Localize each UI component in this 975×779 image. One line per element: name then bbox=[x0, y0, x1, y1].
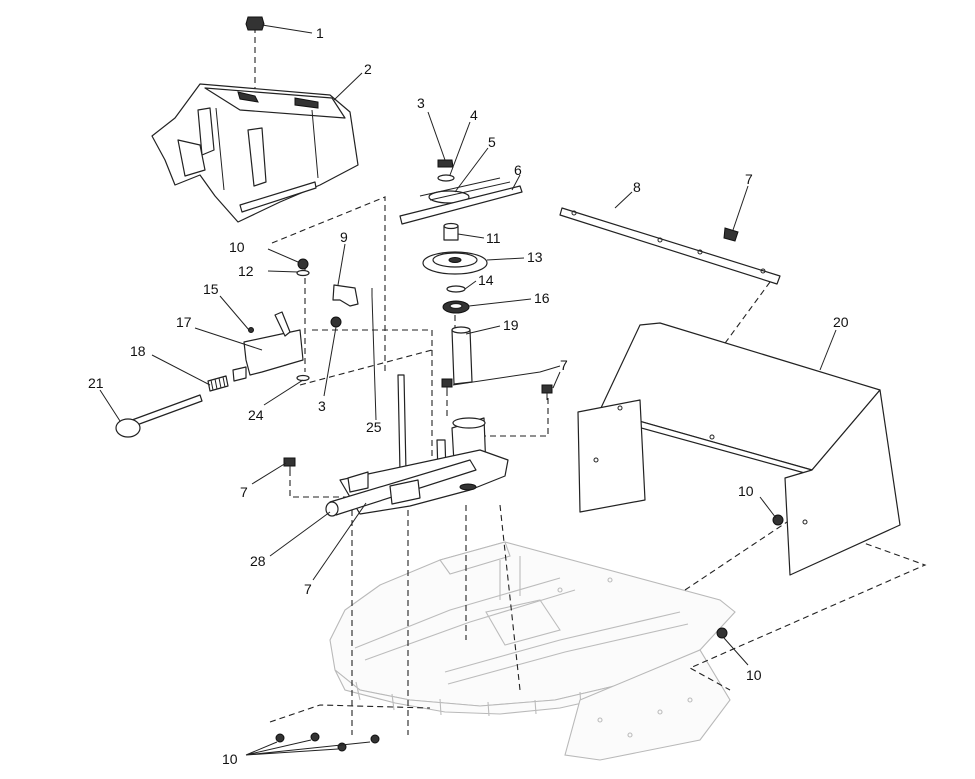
side-shield-20 bbox=[577, 322, 901, 576]
callout-25: 25 bbox=[366, 419, 382, 435]
callout-10-shield: 10 bbox=[738, 483, 754, 499]
leader-lines bbox=[99, 24, 837, 756]
callout-16: 16 bbox=[534, 290, 550, 306]
guide-rod-8 bbox=[559, 207, 781, 285]
chute-hood bbox=[151, 83, 359, 223]
callout-12: 12 bbox=[238, 263, 254, 279]
callout-8: 8 bbox=[633, 179, 641, 195]
callout-9: 9 bbox=[340, 229, 348, 245]
spindle-stack bbox=[422, 222, 488, 385]
callout-24: 24 bbox=[248, 407, 264, 423]
callout-7-rod: 7 bbox=[745, 171, 753, 187]
callout-3-left: 3 bbox=[318, 398, 326, 414]
callout-2: 2 bbox=[364, 61, 372, 77]
callout-1: 1 bbox=[316, 25, 324, 41]
adjuster-assembly bbox=[115, 269, 373, 438]
callout-7-left: 7 bbox=[240, 484, 248, 500]
callout-10-deck: 10 bbox=[746, 667, 762, 683]
bolts-7 bbox=[283, 227, 739, 506]
callout-labels: 1 2 3 4 5 6 8 7 11 13 14 16 19 20 7 10 9… bbox=[88, 25, 849, 767]
callout-11: 11 bbox=[486, 230, 501, 246]
callout-10-bottom: 10 bbox=[222, 751, 238, 767]
callout-19: 19 bbox=[503, 317, 519, 333]
callout-21: 21 bbox=[88, 375, 104, 391]
callout-18: 18 bbox=[130, 343, 146, 359]
callout-7-right: 7 bbox=[560, 357, 568, 373]
callout-6: 6 bbox=[514, 162, 522, 178]
callout-15: 15 bbox=[203, 281, 219, 297]
callout-14: 14 bbox=[478, 272, 494, 288]
callout-10-hood: 10 bbox=[229, 239, 245, 255]
callout-4: 4 bbox=[470, 107, 478, 123]
mower-deck-ghost bbox=[329, 541, 736, 761]
blade-assembly bbox=[399, 159, 523, 225]
callout-28: 28 bbox=[250, 553, 266, 569]
callout-7-bottom: 7 bbox=[304, 581, 312, 597]
nut-1 bbox=[245, 16, 265, 31]
callout-20: 20 bbox=[833, 314, 849, 330]
callout-5: 5 bbox=[488, 134, 496, 150]
callout-13: 13 bbox=[527, 249, 543, 265]
callout-17: 17 bbox=[176, 314, 192, 330]
spindle-housing bbox=[325, 374, 509, 517]
callout-3-top: 3 bbox=[417, 95, 425, 111]
